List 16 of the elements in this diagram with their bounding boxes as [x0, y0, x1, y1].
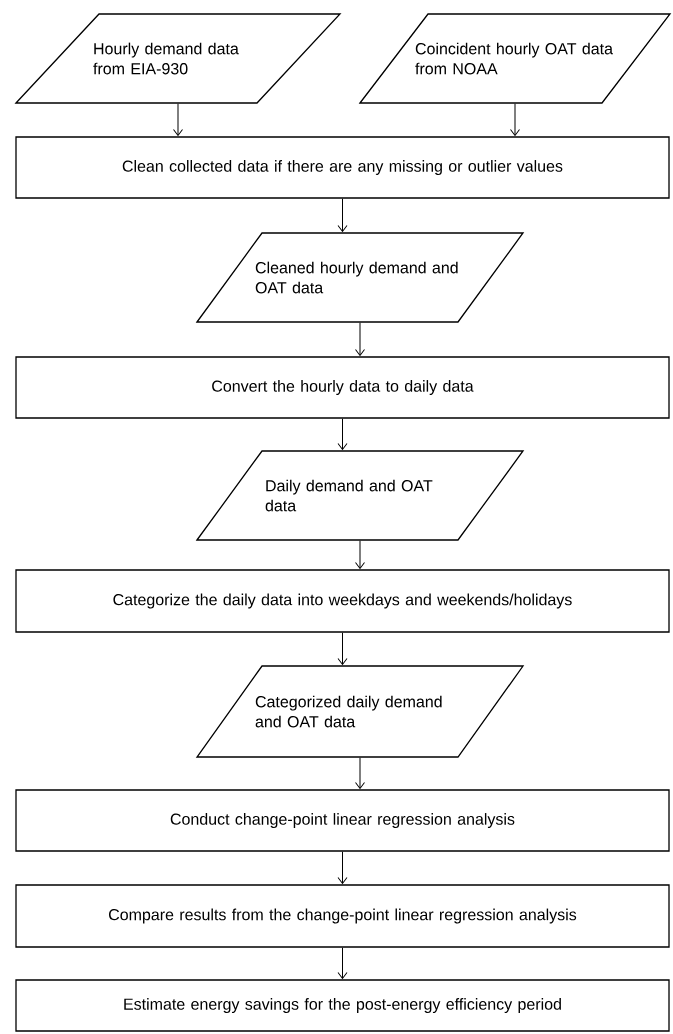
arrow	[337, 418, 348, 451]
process-box: Estimate energy savings for the post-energy efficiency period	[15, 979, 670, 1032]
arrow	[337, 632, 348, 666]
process-box: Categorize the daily data into weekdays and weekends/holidays	[15, 569, 670, 633]
process-box: Convert the hourly data to daily data	[15, 356, 670, 419]
arrow	[337, 947, 348, 980]
arrow	[173, 103, 183, 136]
arrow	[355, 540, 365, 569]
arrow	[337, 851, 348, 885]
process-box: Clean collected data if there are any missing or outlier values	[15, 136, 670, 199]
arrow	[337, 198, 348, 232]
arrow	[510, 103, 520, 136]
process-box: Compare results from the change-point linear regression analysis	[15, 884, 670, 948]
process-box: Conduct change-point linear regression analysis	[15, 789, 670, 852]
arrow	[355, 757, 365, 789]
arrow	[355, 322, 365, 356]
